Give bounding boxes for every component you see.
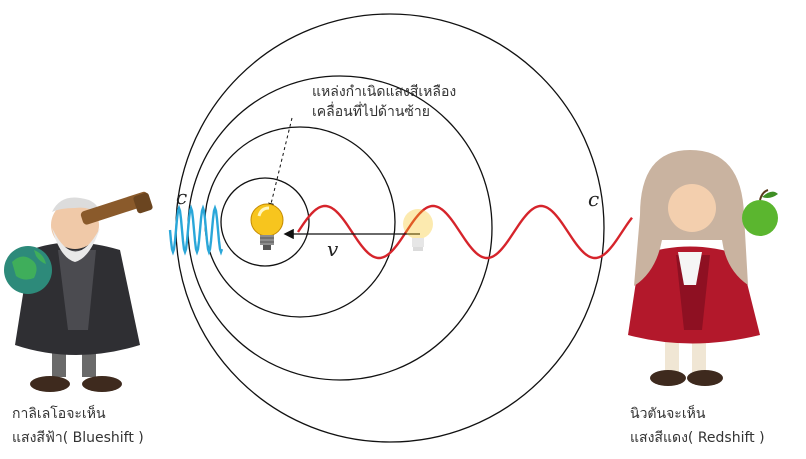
galileo-caption-line1: กาลิเลโอจะเห็น <box>12 406 106 422</box>
wavefronts <box>175 13 605 443</box>
apple-icon <box>742 189 778 236</box>
telescope-icon <box>80 191 153 225</box>
newton-caption-line2: แสงสีแดง( Redshift ) <box>630 430 765 446</box>
speed-symbol-left: c <box>176 185 187 209</box>
galileo-figure <box>4 191 153 392</box>
light-bulb-icon <box>250 203 284 250</box>
blue-wave <box>168 204 224 256</box>
newton-caption-line1: นิวตันจะเห็น <box>630 406 706 422</box>
source-label-line1: แหล่งกำเนิดแสงสีเหลือง <box>312 84 457 100</box>
source-label-line2: เคลื่อนที่ไปด้านซ้าย <box>312 104 430 120</box>
wavefront-2 <box>204 126 396 318</box>
speed-symbol-right: c <box>588 187 599 211</box>
globe-icon <box>4 246 52 294</box>
wavefront-1 <box>220 177 310 267</box>
velocity-symbol: v <box>327 237 339 261</box>
wavefront-4 <box>175 13 605 443</box>
red-wave <box>297 204 633 260</box>
faded-bulb-icon <box>403 209 433 251</box>
galileo-caption-line2: แสงสีฟ้า( Blueshift ) <box>12 430 144 446</box>
newton-figure <box>628 150 778 386</box>
